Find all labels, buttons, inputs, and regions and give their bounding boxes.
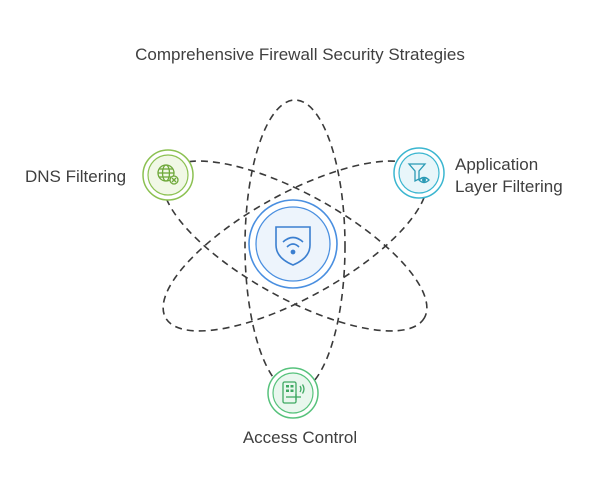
orbit-vertical [244, 99, 346, 393]
shield-wifi-icon [275, 226, 311, 266]
center-shield-node[interactable] [248, 199, 338, 289]
application-label-line1: Application [455, 155, 539, 174]
keypad-lock-icon [282, 381, 305, 404]
dns-filtering-node[interactable] [142, 149, 194, 201]
application-label-line2: Layer Filtering [455, 177, 563, 196]
page-title: Comprehensive Firewall Security Strategi… [135, 45, 465, 64]
dns-filtering-label: DNS Filtering [25, 167, 127, 186]
application-layer-filtering-label: Application Layer Filtering [455, 154, 563, 198]
access-control-label: Access Control [242, 428, 358, 447]
filter-eye-icon [407, 163, 430, 184]
globe-block-icon [157, 164, 179, 185]
access-control-node[interactable] [267, 367, 319, 419]
application-layer-filtering-node[interactable] [393, 147, 445, 199]
orbit-descending [162, 160, 428, 332]
